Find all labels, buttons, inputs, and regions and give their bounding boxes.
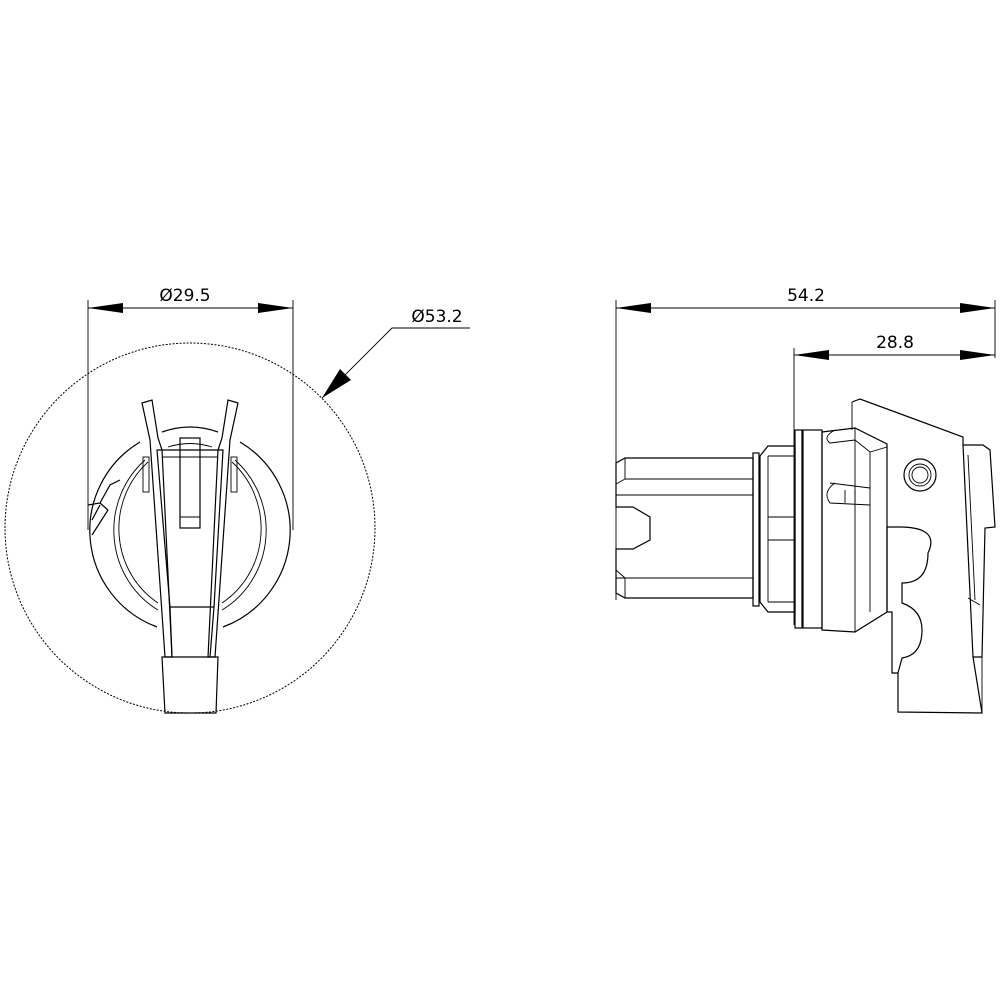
lever-key-slot [179,437,201,529]
front-bezel [821,427,888,633]
side-view: 54.2 28.8 [615,286,996,714]
shaft-flange [752,452,760,607]
dim-front-length-label: 28.8 [876,333,914,353]
outer-diameter-circle [4,342,376,714]
lever-left-wing [141,399,173,658]
collar-ring-right [222,441,291,628]
collar-ring-left [89,441,158,628]
selector-lever [851,398,996,714]
washer [794,429,803,629]
front-ring [802,429,823,629]
front-view: Ø29.5 Ø53.2 [4,286,470,714]
lever-tip [161,656,219,714]
lever-pivot-screw [903,458,937,492]
hex-nut [759,445,796,613]
dim-total-length-label: 54.2 [787,286,825,306]
lever-right-wing [207,399,239,658]
dim-outer-diameter-label: Ø53.2 [411,307,462,327]
dim-inner-diameter-label: Ø29.5 [159,286,210,306]
